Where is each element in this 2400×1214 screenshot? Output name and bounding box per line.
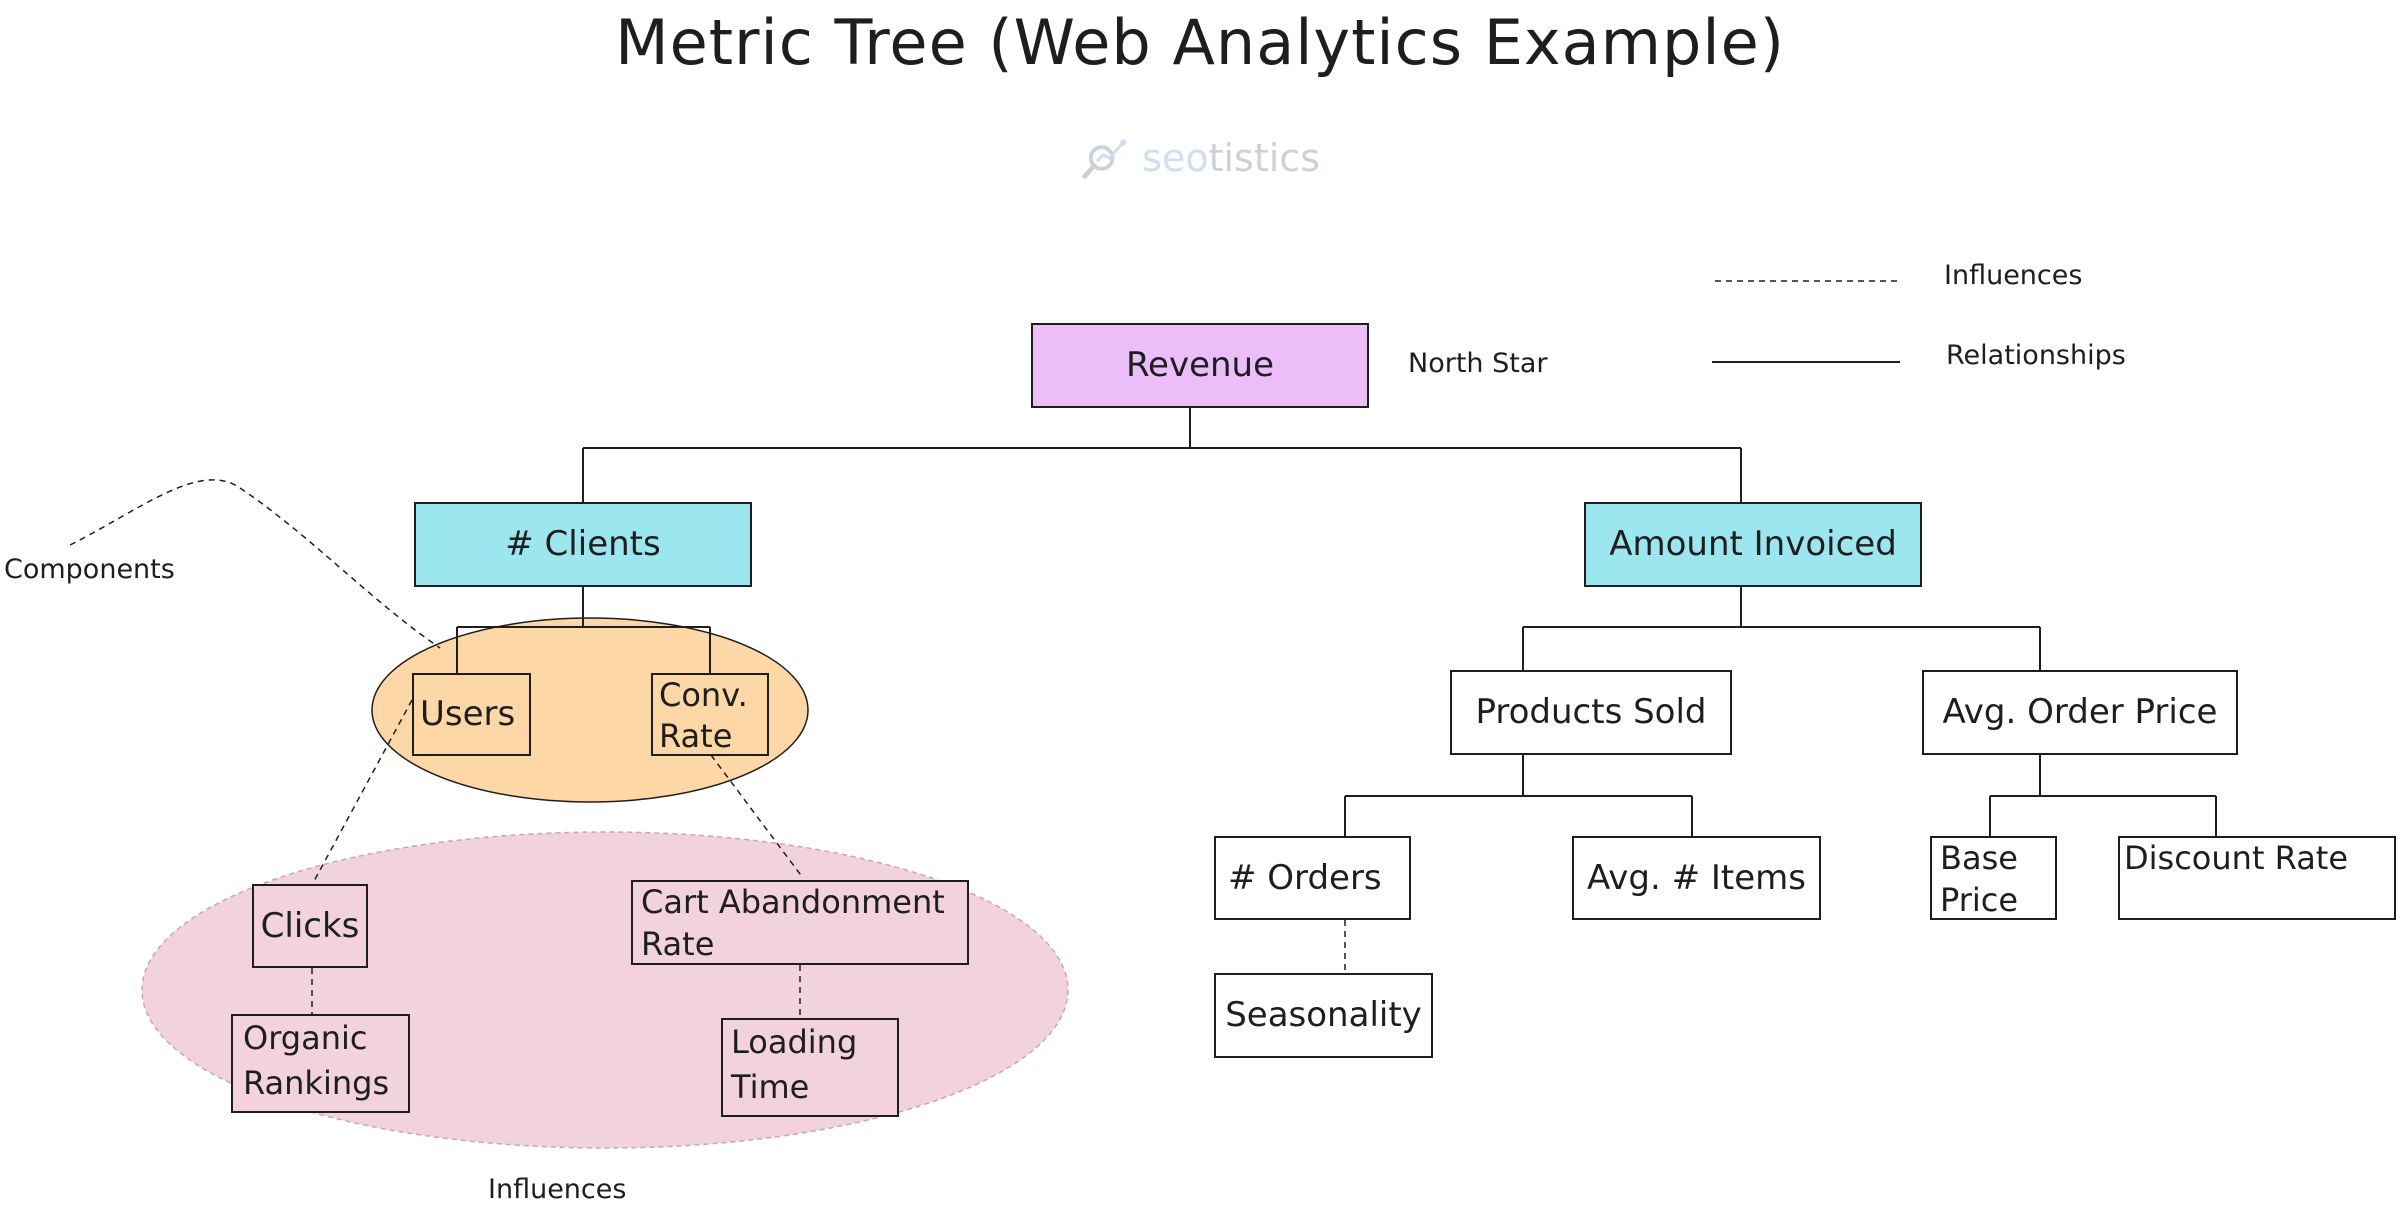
node-avg-items[interactable]: Avg. # Items [1572, 836, 1821, 920]
node-products-sold[interactable]: Products Sold [1450, 670, 1732, 755]
legend-relationships-label: Relationships [1946, 340, 2126, 371]
components-label: Components [4, 554, 175, 585]
node-loading-time[interactable]: Loading Time [721, 1018, 899, 1117]
logo-magnifier-chart-icon [1082, 139, 1127, 179]
node-avg-order-price[interactable]: Avg. Order Price [1922, 670, 2238, 755]
node-base-price[interactable]: Base Price [1930, 836, 2057, 920]
node-cart-abandonment-rate[interactable]: Cart Abandonment Rate [631, 880, 969, 965]
node-conv-rate[interactable]: Conv. Rate [651, 673, 769, 756]
node-clients[interactable]: # Clients [414, 502, 752, 587]
north-star-label: North Star [1408, 348, 1548, 379]
components-group-ellipse [371, 617, 809, 803]
node-orders[interactable]: # Orders [1214, 836, 1411, 920]
node-seasonality[interactable]: Seasonality [1214, 973, 1433, 1058]
legend-influences-label: Influences [1944, 260, 2083, 291]
influence-lines [69, 280, 1898, 1018]
node-users[interactable]: Users [412, 673, 531, 756]
logo-seo-text: seo [1142, 136, 1209, 180]
node-amount-invoiced[interactable]: Amount Invoiced [1584, 502, 1922, 587]
node-revenue[interactable]: Revenue [1031, 323, 1369, 408]
node-clicks[interactable]: Clicks [252, 884, 368, 968]
influences-bottom-label: Influences [488, 1174, 627, 1205]
node-discount-rate[interactable]: Discount Rate [2118, 836, 2396, 920]
relationship-lines [456, 408, 2217, 836]
logo-tistics-text: tistics [1208, 136, 1320, 180]
node-organic-rankings[interactable]: Organic Rankings [231, 1014, 410, 1113]
diagram-title: Metric Tree (Web Analytics Example) [615, 6, 1785, 79]
seotistics-logo: seotistics [1080, 128, 1320, 188]
